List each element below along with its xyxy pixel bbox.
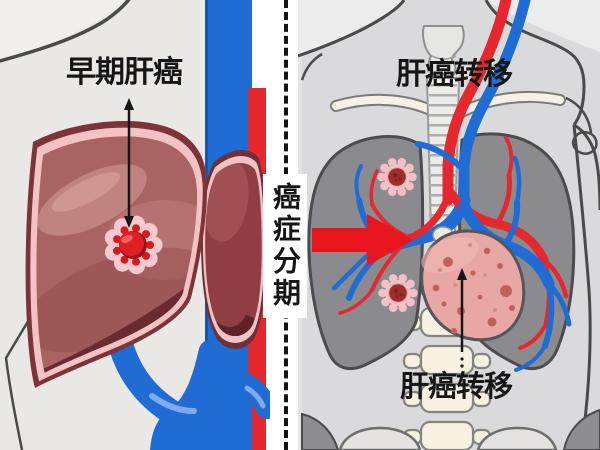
pelvis [301,408,600,450]
larynx [421,25,465,75]
pointer-arrow-left [124,98,134,228]
red-arrow-icon [312,214,413,266]
right-panel-illustration [298,0,600,450]
metastasis-label-bottom: 肝癌转移 [400,371,513,403]
metastasis-label-top: 肝癌转移 [396,58,513,91]
arm-outline [4,317,32,450]
pointer-arrow-right [457,268,467,368]
early-liver-cancer-label: 早期肝癌 [66,56,183,89]
liver-tumor [104,215,163,275]
staging-label: 癌症分期 [263,174,307,318]
chest-outline [0,0,131,63]
body-outline [298,0,600,450]
left-panel-illustration [0,0,270,450]
metastatic-organ [420,229,526,342]
